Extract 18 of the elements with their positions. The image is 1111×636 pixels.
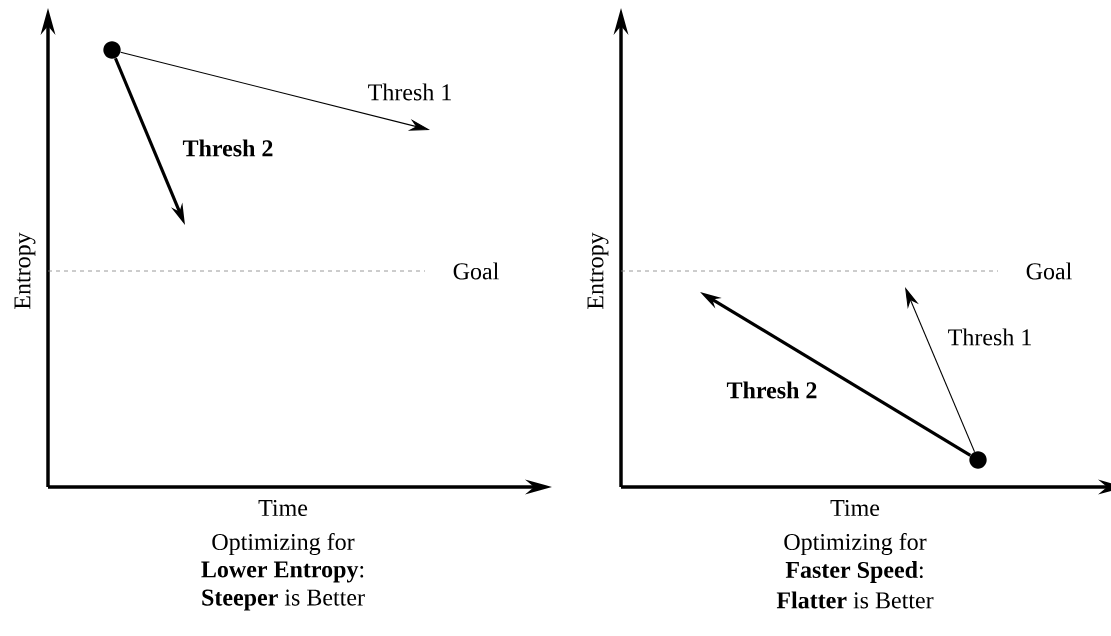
dot [969, 451, 987, 469]
caption: Faster Speed: [785, 561, 923, 583]
dot [103, 41, 121, 59]
axis-label: Entropy [587, 232, 609, 309]
axis-label: Entropy [14, 232, 36, 309]
edge-label: Thresh 2 [181, 138, 275, 158]
caption: Flatter is Better [776, 591, 934, 609]
axis-label: Time [258, 499, 308, 517]
edge-label: Thresh 2 [725, 380, 819, 400]
edge-label: Thresh 1 [366, 82, 454, 102]
axis-label: Time [830, 499, 880, 517]
caption: Optimizing for [212, 532, 355, 556]
goal-label: Goal [453, 262, 499, 280]
edge-label: Thresh 1 [946, 327, 1034, 347]
caption: Lower Entropy: [201, 561, 364, 583]
caption: Optimizing for [784, 532, 927, 556]
caption: Steeper is Better [202, 589, 365, 611]
goal-label: Goal [1026, 262, 1072, 280]
